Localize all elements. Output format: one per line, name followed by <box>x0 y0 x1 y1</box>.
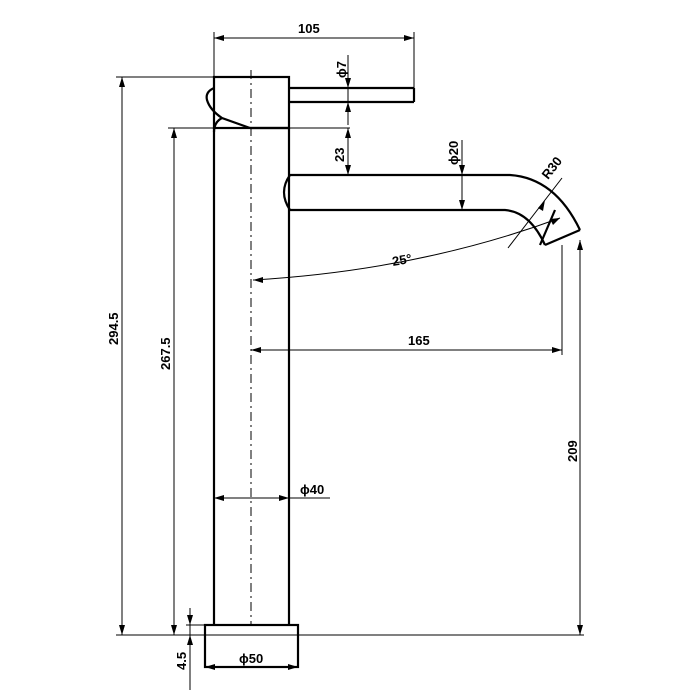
dim-spout-dia: ϕ20 <box>446 140 465 210</box>
dim-base-dia: ϕ50 <box>205 651 298 670</box>
dim-base-height: 4.5 <box>174 608 205 690</box>
dim-outlet-height-label: 209 <box>565 440 580 462</box>
dim-handle-dia: ϕ7 <box>334 55 351 125</box>
dim-spout-reach-label: 165 <box>408 333 430 348</box>
dim-base-height-label: 4.5 <box>174 652 189 670</box>
dim-total-height: 294.5 <box>106 76 584 636</box>
faucet-outline <box>203 75 581 669</box>
dim-bend-radius: R30 <box>507 154 566 249</box>
dim-top-width: 105 <box>213 21 415 88</box>
dim-base-dia-label: ϕ50 <box>239 651 263 666</box>
dim-handle-dia-label: ϕ7 <box>334 61 349 78</box>
dim-top-width-label: 105 <box>298 21 320 36</box>
dim-spout-dia-label: ϕ20 <box>446 141 461 165</box>
dim-total-height-label: 294.5 <box>106 312 121 345</box>
dim-spout-angle: 25° <box>252 217 561 283</box>
dim-body-dia-label: ϕ40 <box>300 482 324 497</box>
dim-spout-reach: 165 <box>251 245 563 355</box>
dim-body-height: 267.5 <box>158 128 177 635</box>
dim-outlet-height: 209 <box>565 240 583 635</box>
dim-body-height-label: 267.5 <box>158 337 173 370</box>
dim-handle-offset: 23 <box>168 127 355 176</box>
dim-handle-offset-label: 23 <box>332 148 347 162</box>
dim-bend-radius-label: R30 <box>539 154 566 182</box>
dim-spout-angle-label: 25° <box>391 251 413 269</box>
dim-body-dia: ϕ40 <box>214 482 330 501</box>
